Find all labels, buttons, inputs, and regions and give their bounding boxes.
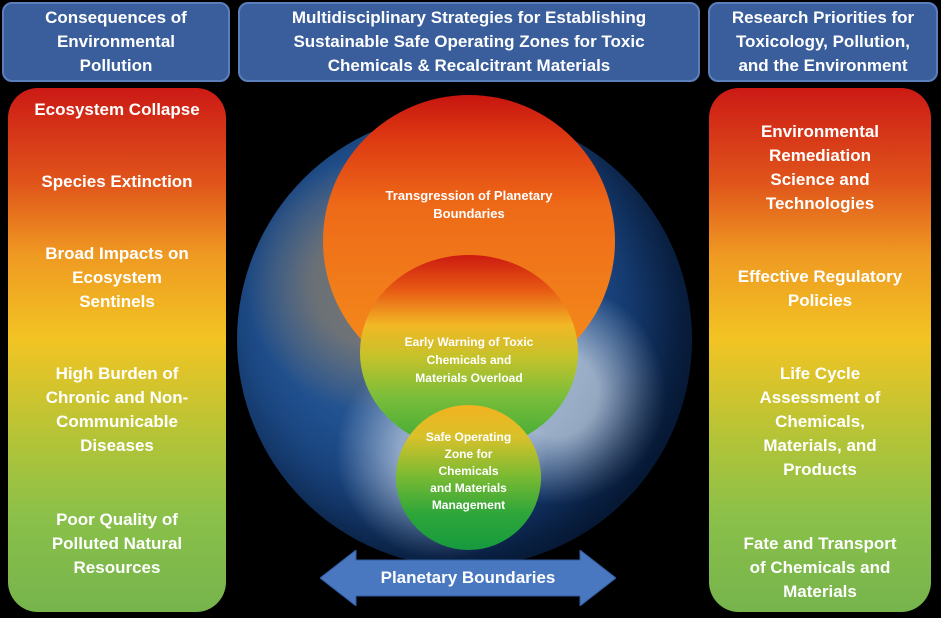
research-item: Life Cycle Assessment of Chemicals, Mate…	[759, 364, 881, 479]
research-priorities-column: Environmental Remediation Science and Te…	[709, 88, 931, 612]
research-item: Effective Regulatory Policies	[737, 267, 903, 310]
circle-early-warning-label: Early Warning of Toxic Chemicals and Mat…	[404, 334, 534, 385]
header-consequences: Consequences of Environmental Pollution	[2, 2, 230, 82]
header-research-text: Research Priorities for Toxicology, Poll…	[731, 8, 915, 75]
planetary-boundaries-label: Planetary Boundaries	[380, 568, 556, 587]
header-consequences-text: Consequences of Environmental Pollution	[45, 8, 187, 75]
header-research-priorities: Research Priorities for Toxicology, Poll…	[708, 2, 938, 82]
circle-safe-zone-label: Safe Operating Zone for Chemicals and Ma…	[425, 430, 512, 512]
double-arrow-icon	[320, 550, 616, 606]
consequence-item: High Burden of Chronic and Non- Communic…	[45, 364, 189, 455]
consequence-item: Poor Quality of Polluted Natural Resourc…	[51, 510, 183, 577]
consequence-item: Ecosystem Collapse	[34, 100, 200, 119]
circle-safe-operating-zone: Safe Operating Zone for Chemicals and Ma…	[396, 405, 541, 550]
header-strategies-text: Multidisciplinary Strategies for Establi…	[291, 8, 647, 75]
circle-transgression-label: Transgression of Planetary Boundaries	[385, 188, 553, 221]
consequence-item: Broad Impacts on Ecosystem Sentinels	[45, 244, 189, 311]
research-item: Environmental Remediation Science and Te…	[760, 122, 880, 213]
consequences-column: Ecosystem Collapse Species Extinction Br…	[8, 88, 226, 612]
header-strategies: Multidisciplinary Strategies for Establi…	[238, 2, 700, 82]
consequence-item: Species Extinction	[41, 172, 193, 191]
research-item: Fate and Transport of Chemicals and Mate…	[743, 534, 897, 601]
